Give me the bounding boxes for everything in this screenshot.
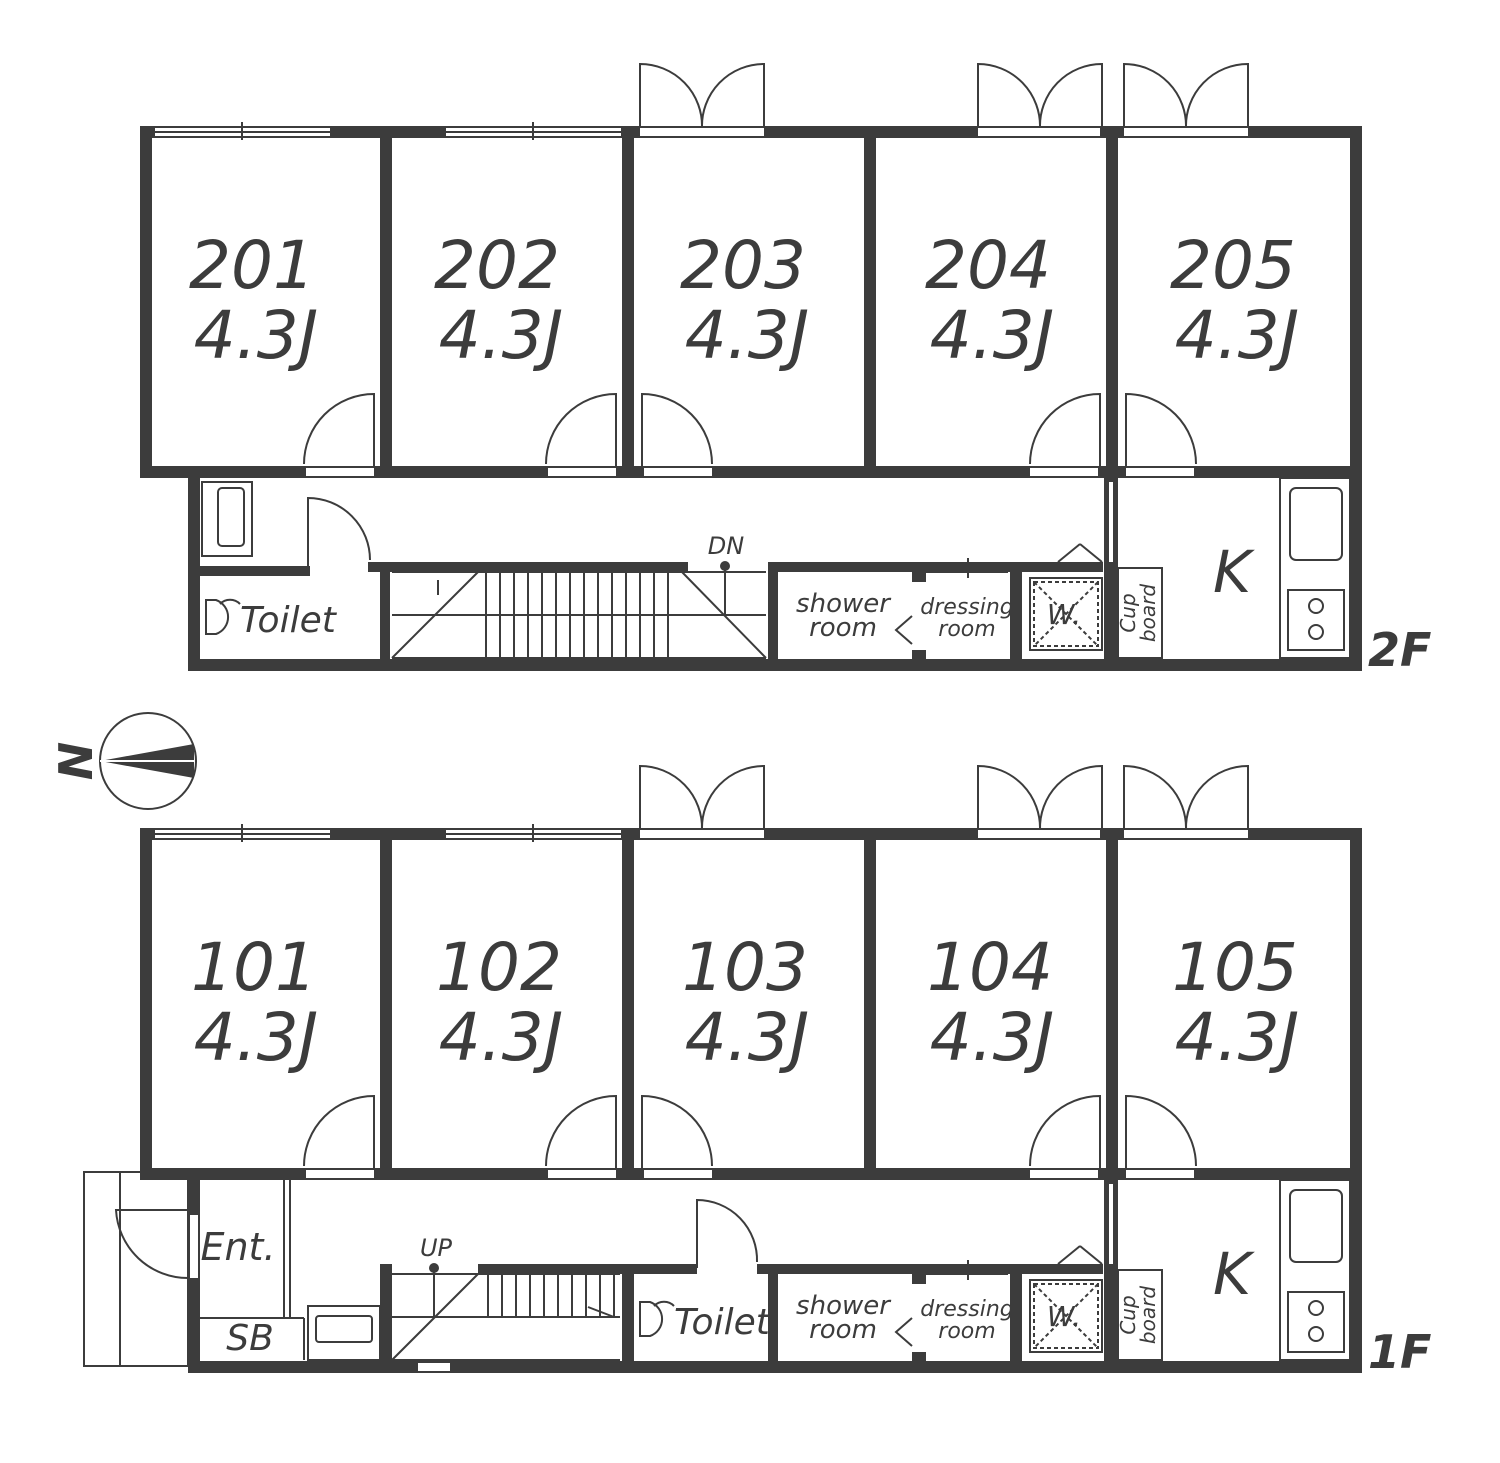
room-203-number: 203 [680,227,806,304]
floor-label-1f: 1F [1368,1325,1431,1379]
room-101-size: 4.3J [194,999,318,1076]
kitchen-label-1f: K [1213,1240,1255,1308]
dressing-room-label-1f-line2: room [938,1319,995,1344]
toilet-icon [639,1300,675,1337]
room-102-size: 4.3J [439,999,563,1076]
room-102-number: 102 [436,929,562,1006]
toilet-label-1f: Toilet [674,1302,772,1343]
dressing-room-label-1f-line1: dressing [920,1297,1014,1322]
washer-label-1f: W. [1047,1300,1081,1333]
toilet-icon [205,598,241,635]
room-105-number: 105 [1172,929,1298,1006]
shower-room-label-line1: shower [796,589,892,619]
room-204-size: 4.3J [930,297,1054,374]
room-202-size: 4.3J [439,297,563,374]
entrance-label: Ent. [200,1225,275,1269]
shower-room-label-1f-line1: shower [796,1291,892,1321]
room-202-number: 202 [434,227,560,304]
kitchen-label: K [1213,538,1255,606]
floor-label-2f: 2F [1368,623,1431,677]
room-203-size: 4.3J [685,297,809,374]
floor-2f: 201 4.3J 202 4.3J 203 4.3J 204 4.3J 205 … [140,62,1431,677]
room-205-number: 205 [1170,227,1296,304]
shower-room-label-1f-line2: room [809,1315,877,1345]
dressing-room-label-line1: dressing [920,595,1014,620]
stair-treads-2f [485,572,669,658]
room-103-number: 103 [682,929,808,1006]
stair-treads-1f [487,1274,615,1317]
washer-label: W. [1047,598,1081,631]
shower-room-label-line2: room [809,613,877,643]
room-104-size: 4.3J [930,999,1054,1076]
room-201-number: 201 [189,227,315,304]
toilet-label: Toilet [240,600,338,641]
compass-north-letter: N [49,742,103,781]
shoe-box-label: SB [226,1318,274,1359]
room-104-number: 104 [927,929,1053,1006]
floor-1f: 101 4.3J 102 4.3J 103 4.3J 104 4.3J 105 … [83,764,1431,1379]
room-205-size: 4.3J [1175,297,1299,374]
room-103-size: 4.3J [685,999,809,1076]
room-204-number: 204 [925,227,1051,304]
compass: N [49,712,197,810]
room-201-size: 4.3J [194,297,318,374]
stair-up-label: UP [420,1234,453,1262]
cupboard-label-1f-line2: board [1136,1286,1160,1344]
dressing-room-label-line2: room [938,617,995,642]
cupboard-label-line2: board [1136,584,1160,642]
cupboard-label-1f-line1: Cup [1116,1295,1140,1334]
room-101-number: 101 [191,929,317,1006]
room-105-size: 4.3J [1175,999,1299,1076]
stair-down-label: DN [708,532,744,560]
cupboard-label-line1: Cup [1116,593,1140,632]
